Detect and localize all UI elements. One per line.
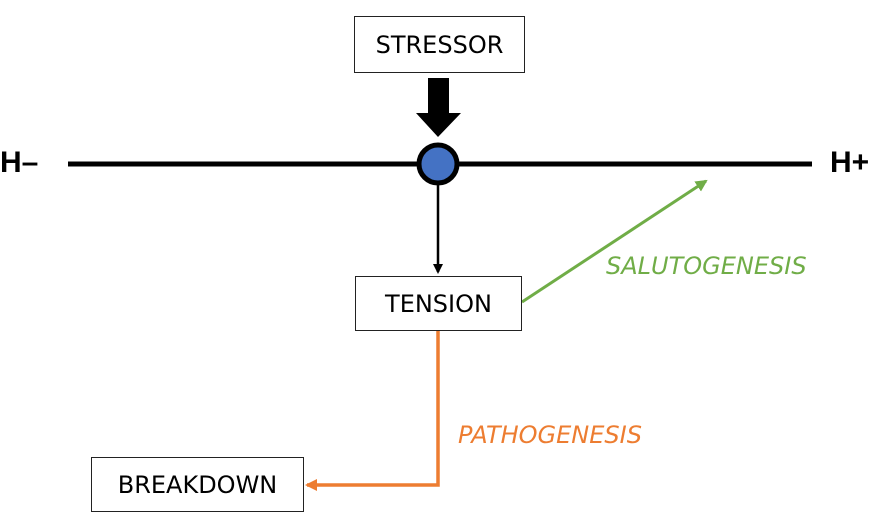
tension-label: TENSION [385, 289, 492, 318]
stressor-arrow [416, 78, 461, 137]
position-marker [416, 142, 460, 186]
health-negative-label: H– [0, 146, 39, 179]
stressor-box: STRESSOR [354, 16, 525, 73]
pathogenesis-arrow [305, 331, 440, 491]
health-positive-label: H+ [830, 146, 870, 179]
stressor-label: STRESSOR [375, 30, 504, 59]
salutogenesis-arrow [521, 179, 708, 304]
tension-box: TENSION [355, 276, 522, 331]
salutogenesis-label: SALUTOGENESIS [606, 252, 807, 280]
breakdown-box: BREAKDOWN [91, 457, 304, 512]
pathogenesis-label: PATHOGENESIS [458, 421, 642, 449]
breakdown-label: BREAKDOWN [117, 470, 278, 499]
